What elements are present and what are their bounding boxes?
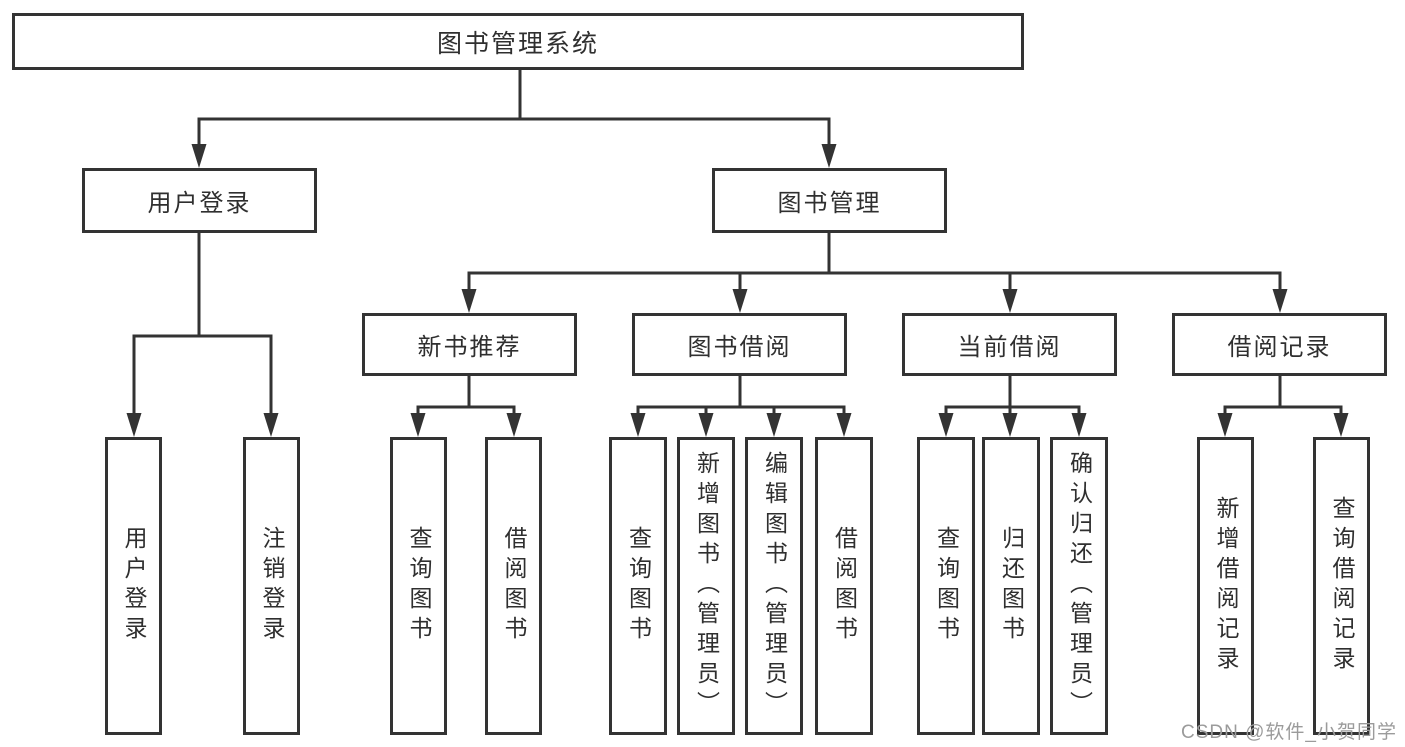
node-book-borrow: 图书借阅 <box>632 313 847 376</box>
node-book-management: 图书管理 <box>712 168 947 233</box>
node-new-book-recommendation: 新书推荐 <box>362 313 577 376</box>
leaf-newbooks-query-book: 查询图书 <box>390 437 447 735</box>
leaf-borrow-query-book: 查询图书 <box>609 437 667 735</box>
leaf-borrow-edit-book-admin: 编辑图书（管理员） <box>745 437 803 735</box>
leaf-records-add-record: 新增借阅记录 <box>1197 437 1254 735</box>
node-borrow-records: 借阅记录 <box>1172 313 1387 376</box>
node-user-login: 用户登录 <box>82 168 317 233</box>
connector-arrowheads <box>126 144 1349 437</box>
leaf-current-return-book: 归还图书 <box>982 437 1040 735</box>
leaf-user-login: 用户登录 <box>105 437 162 735</box>
watermark: CSDN @软件_小贺同学 <box>1181 722 1397 743</box>
leaf-newbooks-borrow-book: 借阅图书 <box>485 437 542 735</box>
node-root: 图书管理系统 <box>12 13 1024 70</box>
leaf-current-confirm-return-admin: 确认归还（管理员） <box>1050 437 1108 735</box>
leaf-records-query-record: 查询借阅记录 <box>1313 437 1370 735</box>
leaf-current-query-book: 查询图书 <box>917 437 975 735</box>
leaf-borrow-add-book-admin: 新增图书（管理员） <box>677 437 735 735</box>
leaf-logout: 注销登录 <box>243 437 300 735</box>
leaf-borrow-borrow-book: 借阅图书 <box>815 437 873 735</box>
node-current-borrow: 当前借阅 <box>902 313 1117 376</box>
